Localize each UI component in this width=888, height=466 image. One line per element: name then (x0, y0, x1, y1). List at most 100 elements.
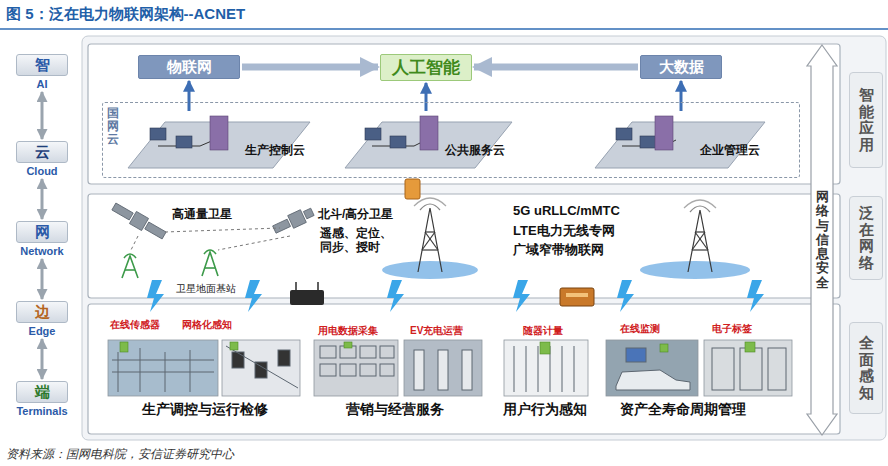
satellite-icon (273, 219, 291, 233)
photo-detail (140, 348, 141, 392)
photo-detail (626, 348, 646, 362)
label-text: 广域窄带物联网 (513, 242, 604, 257)
layer-band (88, 194, 840, 298)
label-text: 营销与经营服务 (346, 401, 444, 417)
photo-detail (526, 346, 527, 392)
radio-tower (422, 249, 438, 250)
layer-name: Terminals (3, 405, 81, 417)
photo-detail (768, 348, 786, 390)
radio-tower (688, 210, 712, 272)
outer-frame (82, 36, 886, 440)
photo-detail (360, 364, 376, 376)
photo-panel (404, 340, 482, 396)
photo-detail (462, 350, 472, 390)
title-rule (0, 29, 888, 30)
label-text: 资产全寿命周期管理 (620, 401, 746, 417)
sensor-tag (540, 342, 550, 354)
lightning-bolt (747, 280, 764, 312)
lightning-bolt (245, 280, 262, 312)
photo-detail (538, 346, 539, 392)
connector-arrow (242, 64, 378, 71)
label-text: 遥感、定位、同步、授时 (320, 226, 392, 254)
figure-title: 图 5：泛在电力物联网架构--ACNET (6, 5, 245, 24)
radio-tower (690, 206, 710, 212)
box-label: 物联网 (167, 58, 212, 77)
layer-badge: 端 (16, 381, 68, 403)
radio-tower (414, 198, 446, 206)
device-tag: EV充电运营 (410, 324, 463, 338)
radio-tower (418, 208, 442, 272)
label-text: 生产调控与运行检修 (142, 401, 268, 417)
node-box: 大数据 (640, 55, 722, 79)
source-caption: 资料来源：国网电科院，安信证券研究中心 (6, 446, 234, 463)
network-cloud (640, 261, 750, 279)
server-icon (655, 116, 673, 150)
computer-icon (150, 128, 166, 140)
title-text: 图 5：泛在电力物联网架构--ACNET (6, 5, 245, 22)
ground-station (125, 269, 135, 271)
satellite-icon (145, 222, 166, 239)
computer-icon (616, 128, 632, 140)
node-cloud: 生产控制云 (126, 113, 311, 173)
sensor-tag (660, 344, 668, 352)
router-icon (290, 282, 324, 305)
label-text: 在线监测 (620, 323, 660, 334)
label-text: EV充电运营 (410, 325, 463, 336)
connector-arrow (41, 339, 44, 379)
network-note: LTE电力无线专网 (513, 222, 615, 240)
photo-detail (112, 372, 214, 373)
layer-badge: 云 (16, 141, 68, 163)
ground-station (204, 250, 216, 254)
photo-detail (232, 352, 244, 368)
group-label: 国网云 (107, 107, 119, 147)
radio-tower (692, 232, 705, 250)
photo-detail (514, 346, 515, 392)
network-note: 广域窄带物联网 (513, 241, 604, 259)
layer-name: Network (3, 245, 81, 257)
photo-detail (414, 350, 424, 390)
device-tag: 在线监测 (620, 322, 660, 336)
photo-detail (562, 346, 563, 392)
layer-glyph: 云 (35, 143, 50, 162)
node-box: 物联网 (138, 55, 240, 79)
photo-panel (222, 340, 300, 396)
cloud-platform (595, 122, 765, 168)
sensor-tag (230, 342, 238, 350)
layer-band (88, 44, 840, 434)
layer-band (88, 304, 840, 434)
signal-link (165, 228, 280, 232)
double-arrow-shape (807, 45, 837, 435)
radio-tower (420, 204, 440, 210)
signal-link (218, 236, 290, 250)
box-label: 人工智能 (392, 56, 460, 79)
photo-detail (112, 360, 214, 361)
firewall-icon (405, 179, 420, 199)
label-text: 随器计量 (523, 325, 563, 336)
group-caption: 营销与经营服务 (346, 401, 444, 419)
label-text: 在线传感器 (110, 319, 160, 330)
signal-link (130, 236, 138, 252)
caption-text: 资料来源：国网电科院，安信证券研究中心 (6, 447, 234, 461)
layer-name: Cloud (3, 165, 81, 177)
sensor-tag (344, 342, 352, 348)
title-rule (0, 28, 888, 30)
photo-panel (606, 340, 698, 396)
photo-panel (314, 340, 398, 396)
computer-icon (640, 136, 656, 148)
photo-detail (712, 348, 734, 390)
connector-arrow (41, 179, 44, 219)
photo-panel (504, 340, 588, 396)
layer-band (88, 44, 840, 184)
layer-name: AI (3, 78, 81, 90)
lightning-bolt (387, 280, 404, 312)
layer-glyph: 边 (35, 303, 50, 322)
connector-arrow (41, 259, 44, 299)
label-text: 卫星地面基站 (176, 283, 236, 294)
router-icon (295, 282, 297, 290)
photo-detail (340, 364, 356, 376)
network-note: 卫星地面基站 (176, 282, 236, 296)
device-tag: 在线传感器 (110, 318, 160, 332)
network-note: 遥感、定位、同步、授时 (320, 226, 396, 255)
photo-detail (320, 364, 336, 376)
label-text: 5G uRLLC/mMTC (513, 203, 620, 218)
